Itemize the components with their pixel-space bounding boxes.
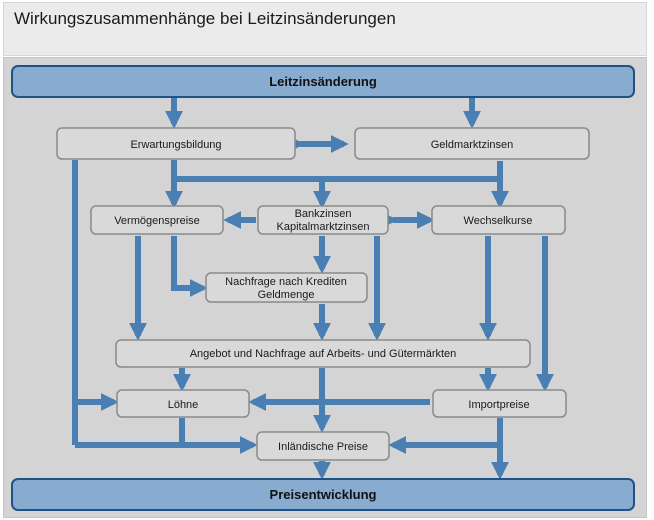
connectors [72, 98, 554, 480]
wechselkurse-label: Wechselkurse [464, 215, 533, 227]
bankzinsen-box: Bankzinsen Kapitalmarktzinsen [257, 205, 389, 235]
arrow-vermoegen-nachfrage [171, 236, 208, 297]
geldmarkt-label: Geldmarktzinsen [431, 139, 514, 151]
nachfrage-label-2: Geldmenge [258, 289, 315, 301]
preise-bar: Preisentwicklung [11, 478, 635, 511]
geldmarkt-box: Geldmarktzinsen [354, 127, 590, 160]
header: Wirkungszusammenhänge bei Leitzinsänderu… [3, 2, 647, 56]
bankzinsen-label-2: Kapitalmarktzinsen [277, 221, 370, 233]
wechselkurse-box: Wechselkurse [431, 205, 566, 235]
nachfrage-label-1: Nachfrage nach Krediten [225, 276, 347, 288]
vermoegen-box: Vermögenspreise [90, 205, 224, 235]
angebot-box: Angebot und Nachfrage auf Arbeits- und G… [115, 339, 531, 368]
importpreise-label: Importpreise [468, 399, 529, 411]
bankzinsen-label-1: Bankzinsen [295, 208, 352, 220]
importpreise-box: Importpreise [432, 389, 567, 418]
preise-label: Preisentwicklung [270, 487, 377, 502]
nachfrage-box: Nachfrage nach Krediten Geldmenge [205, 272, 368, 303]
loehne-label: Löhne [168, 399, 199, 411]
page-title: Wirkungszusammenhänge bei Leitzinsänderu… [14, 9, 396, 28]
leitzins-bar: Leitzinsänderung [11, 65, 635, 98]
leitzins-label: Leitzinsänderung [269, 74, 377, 89]
loehne-box: Löhne [116, 389, 250, 418]
erwartung-label: Erwartungsbildung [130, 139, 221, 151]
bus-erwartung-geldmarkt [171, 160, 503, 182]
inland-label: Inländische Preise [278, 441, 368, 453]
vermoegen-label: Vermögenspreise [114, 215, 200, 227]
angebot-label: Angebot und Nachfrage auf Arbeits- und G… [190, 348, 457, 360]
erwartung-box: Erwartungsbildung [56, 127, 296, 160]
inland-box: Inländische Preise [256, 431, 390, 461]
